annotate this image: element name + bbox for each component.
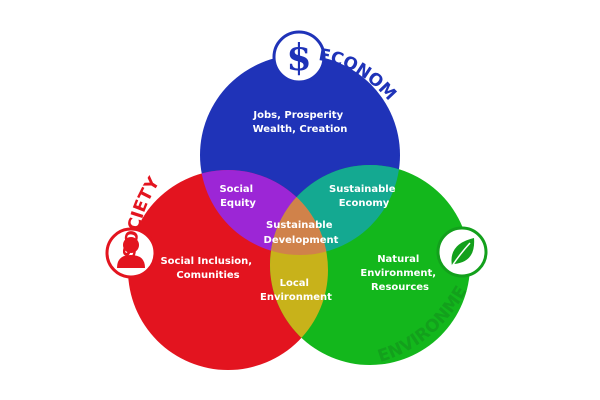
leaf-icon <box>436 226 488 278</box>
economy-region-label: Jobs, Prosperity Wealth, Creation <box>252 110 347 135</box>
sustainable-development-label: Sustainable Development <box>264 220 339 246</box>
social-equity-overlap <box>200 170 328 255</box>
local-environment-label: Local Environment <box>260 278 332 303</box>
social-equity-label: Social Equity <box>219 184 256 209</box>
sustainable-economy-label: Sustainable Economy <box>329 184 399 209</box>
society-region-label: Social Inclusion, Comunities <box>160 256 255 281</box>
dollar-icon: $ <box>272 30 326 84</box>
person-icon <box>105 227 157 279</box>
svg-text:$: $ <box>286 37 311 79</box>
sustainable-economy-overlap <box>270 165 400 255</box>
environmental-region-label: Natural Environment, Resources <box>360 254 439 293</box>
